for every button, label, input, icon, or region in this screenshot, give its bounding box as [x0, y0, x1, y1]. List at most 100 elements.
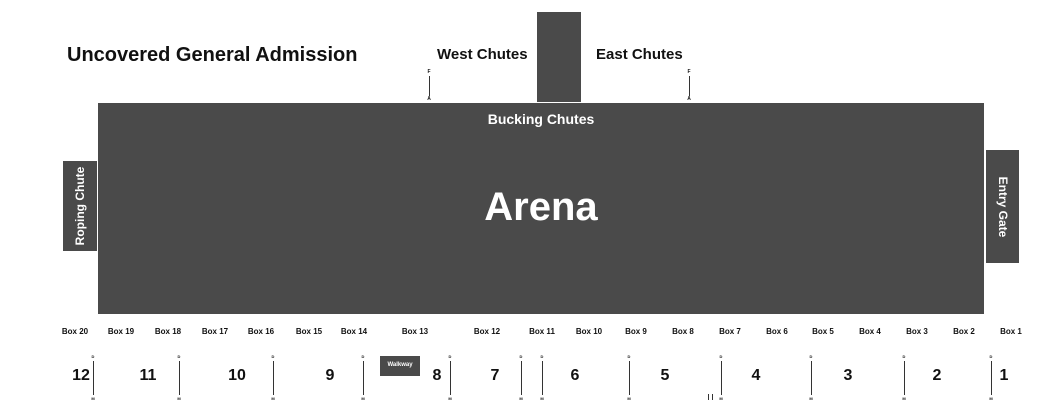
divider-line	[362, 361, 364, 395]
box-18[interactable]: Box 18	[154, 327, 182, 336]
divider-top-letter: D	[271, 354, 275, 359]
divider-bottom-letter: M	[719, 396, 723, 401]
divider-top-letter: D	[448, 354, 452, 359]
marker-line	[428, 76, 430, 96]
divider-bottom-letter: M	[519, 396, 523, 401]
divider-line	[272, 361, 274, 395]
section-9[interactable]: 9	[325, 367, 335, 384]
divider-bottom-letter: M	[989, 396, 993, 401]
divider-top-letter: D	[989, 354, 993, 359]
divider-bottom-letter: M	[91, 396, 95, 401]
box-17[interactable]: Box 17	[201, 327, 229, 336]
divider-line	[628, 361, 630, 395]
section-4[interactable]: 4	[751, 367, 761, 384]
entry-gate[interactable]: Entry Gate	[986, 150, 1019, 263]
arena[interactable]: Bucking Chutes Arena	[98, 103, 984, 314]
marker-bottom-letter: A	[427, 96, 431, 102]
box-8[interactable]: Box 8	[672, 327, 694, 336]
divider-bottom-letter: M	[361, 396, 365, 401]
divider-line	[541, 361, 543, 395]
box-12[interactable]: Box 12	[473, 327, 501, 336]
walkway[interactable]: Walkway	[380, 356, 420, 376]
marker-line	[688, 76, 690, 96]
box-4[interactable]: Box 4	[859, 327, 881, 336]
section-1[interactable]: 1	[999, 367, 1009, 384]
box-11[interactable]: Box 11	[529, 327, 555, 336]
box-9[interactable]: Box 9	[625, 327, 647, 336]
section-8[interactable]: 8	[432, 367, 442, 384]
divider-top-letter: D	[627, 354, 631, 359]
divider-bottom-letter: M	[809, 396, 813, 401]
box-7[interactable]: Box 7	[719, 327, 741, 336]
arena-label: Arena	[484, 185, 598, 229]
roping-chute[interactable]: Roping Chute	[63, 161, 97, 251]
roping-chute-label: Roping Chute	[73, 166, 87, 246]
divider-line	[903, 361, 905, 395]
east-chutes-label: East Chutes	[596, 46, 683, 63]
section-6[interactable]: 6	[570, 367, 580, 384]
bucking-chutes-label: Bucking Chutes	[487, 111, 595, 127]
divider-top-letter: D	[719, 354, 723, 359]
divider-top-letter: D	[809, 354, 813, 359]
divider-top-letter: D	[361, 354, 365, 359]
divider-top-letter: D	[91, 354, 95, 359]
box-10[interactable]: Box 10	[575, 327, 603, 336]
marker-top-letter: F	[687, 69, 691, 75]
box-3[interactable]: Box 3	[906, 327, 928, 336]
box-1[interactable]: Box 1	[1000, 327, 1022, 336]
divider-line	[990, 361, 992, 395]
divider-bottom-letter: M	[177, 396, 181, 401]
box-2[interactable]: Box 2	[953, 327, 975, 336]
section-11[interactable]: 11	[139, 367, 157, 384]
section-7[interactable]: 7	[490, 367, 500, 384]
marker-bottom-letter: A	[687, 96, 691, 102]
box-13[interactable]: Box 13	[401, 327, 429, 336]
walkway-label: Walkway	[387, 362, 413, 368]
divider-top-letter: D	[177, 354, 181, 359]
section-3[interactable]: 3	[843, 367, 853, 384]
section-5[interactable]: 5	[660, 367, 670, 384]
divider-bottom-letter: M	[540, 396, 544, 401]
entry-gate-label: Entry Gate	[995, 176, 1010, 237]
box-15[interactable]: Box 15	[295, 327, 323, 336]
east-chute-marker: F A	[683, 70, 695, 102]
section-10[interactable]: 10	[228, 367, 246, 384]
divider-top-letter: D	[902, 354, 906, 359]
divider-line	[92, 361, 94, 395]
box-14[interactable]: Box 14	[340, 327, 368, 336]
west-chutes-label: West Chutes	[437, 46, 528, 63]
west-chute-marker: F A	[423, 70, 435, 102]
divider-line	[720, 361, 722, 395]
divider-bottom-letter: M	[448, 396, 452, 401]
divider-bottom-letter: M	[271, 396, 275, 401]
divider-line	[178, 361, 180, 395]
box-6[interactable]: Box 6	[766, 327, 788, 336]
divider-bottom-letter: M	[902, 396, 906, 401]
divider-line	[449, 361, 451, 395]
aisle-mark	[707, 394, 715, 402]
section-12[interactable]: 12	[72, 367, 90, 384]
box-5[interactable]: Box 5	[812, 327, 834, 336]
section-2[interactable]: 2	[932, 367, 942, 384]
divider-bottom-letter: M	[627, 396, 631, 401]
center-chute-block[interactable]	[537, 12, 581, 102]
divider-top-letter: D	[540, 354, 544, 359]
divider-line	[520, 361, 522, 395]
marker-top-letter: F	[427, 69, 431, 75]
map-title: Uncovered General Admission	[67, 44, 358, 66]
box-16[interactable]: Box 16	[247, 327, 275, 336]
box-19[interactable]: Box 19	[107, 327, 135, 336]
box-20[interactable]: Box 20	[61, 327, 89, 336]
divider-line	[810, 361, 812, 395]
